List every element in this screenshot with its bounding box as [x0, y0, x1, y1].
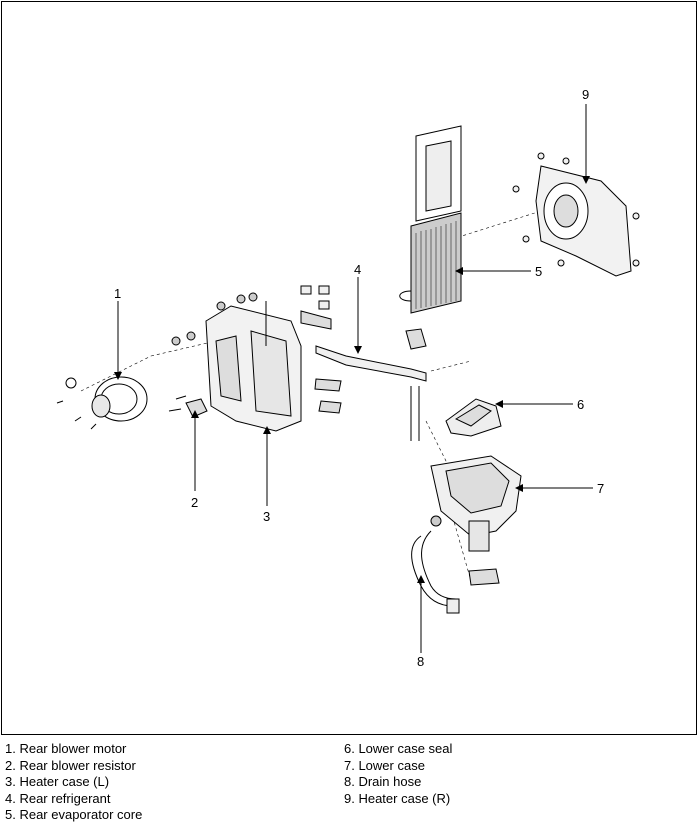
lower-case-seal-part: [445, 398, 502, 437]
legend-item: 8. Drain hose: [344, 774, 422, 789]
callout-1: 1: [114, 286, 121, 301]
callout-6: 6: [577, 397, 584, 412]
legend-item: 6. Lower case seal: [344, 741, 453, 756]
rear-blower-resistor-part: [168, 395, 208, 418]
callout-8: 8: [417, 654, 424, 669]
callout-4: 4: [354, 262, 361, 277]
exploded-view-diagram: 1 2 3 4 5 6 7 8 9: [56, 87, 640, 669]
callout-7: 7: [597, 481, 604, 496]
callout-9: 9: [582, 87, 589, 102]
diagram-frame: [1, 1, 697, 735]
parts-legend-left: 1. Rear blower motor 2. Rear blower resi…: [5, 741, 142, 824]
callout-5: 5: [535, 264, 542, 279]
legend-item: 3. Heater case (L): [5, 774, 110, 789]
callout-leaders: [114, 104, 593, 653]
legend-item: 4. Rear refrigerant: [5, 790, 111, 806]
rear-blower-motor-part: [56, 376, 148, 430]
lower-case-part: [430, 455, 522, 586]
legend-item: 9. Heater case (R): [344, 790, 451, 806]
legend-item: 5. Rear evaporator core: [5, 807, 143, 822]
rear-refrigerant-part: [300, 285, 427, 441]
legend-item: 2. Rear blower resistor: [5, 757, 136, 773]
heater-case-right-part: [512, 152, 640, 277]
heater-case-left-part: [171, 292, 302, 432]
legend-item: 7. Lower case: [344, 757, 425, 773]
parts-legend-right: 6. Lower case seal 7. Lower case 8. Drai…: [344, 741, 452, 807]
callout-3: 3: [263, 509, 270, 524]
callout-2: 2: [191, 495, 198, 510]
legend-item: 1. Rear blower motor: [5, 741, 127, 756]
drain-hose-part: [411, 530, 460, 614]
rear-evaporator-core-part: [399, 125, 462, 314]
